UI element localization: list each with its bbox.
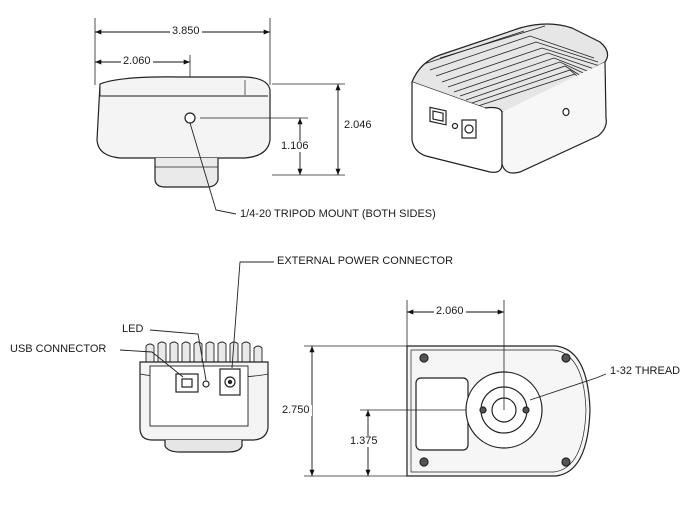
bottom-view (304, 300, 607, 477)
overall-depth-dimension: 2.750 (280, 404, 312, 416)
led-callout: LED (122, 323, 144, 335)
front-view (94, 18, 345, 215)
usb-connector-callout: USB CONNECTOR (10, 343, 107, 355)
thread-offset-depth-dimension: 1.375 (348, 435, 380, 447)
mount-offset-width-dimension: 2.060 (121, 55, 153, 67)
rear-view (119, 261, 274, 453)
power-connector-callout: EXTERNAL POWER CONNECTOR (277, 255, 454, 267)
mount-height-dimension: 1.106 (279, 140, 311, 152)
thread-callout: 1-32 THREAD (610, 365, 681, 377)
isometric-view (411, 23, 609, 174)
overall-height-dimension: 2.046 (342, 119, 374, 131)
thread-offset-width-dimension: 2.060 (434, 305, 466, 317)
overall-width-dimension: 3.850 (170, 25, 202, 37)
tripod-mount-callout: 1/4-20 TRIPOD MOUNT (BOTH SIDES) (240, 208, 436, 220)
